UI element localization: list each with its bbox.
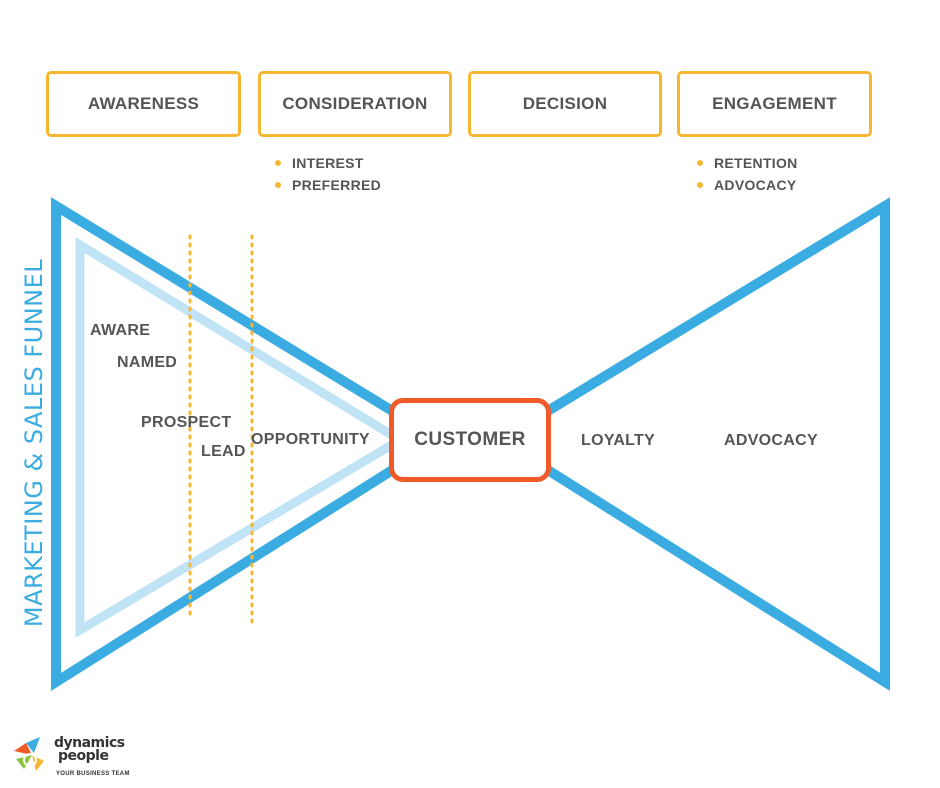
stage-label: ENGAGEMENT	[712, 94, 837, 113]
customer-box: CUSTOMER	[389, 398, 551, 482]
label-advocacy: ADVOCACY	[724, 432, 818, 449]
stage-engagement: ENGAGEMENT	[677, 71, 872, 137]
funnel-title: MARKETING & SALES FUNNEL	[20, 258, 48, 628]
list-item: PREFERRED	[272, 174, 381, 196]
dynamics-people-logo-icon	[14, 737, 44, 771]
label-lead: LEAD	[201, 443, 246, 460]
logo-line2: people	[58, 748, 109, 764]
stage-label: AWARENESS	[87, 94, 200, 113]
label-loyalty: LOYALTY	[581, 432, 656, 449]
stage-consideration: CONSIDERATION	[258, 71, 452, 137]
list-item: ADVOCACY	[694, 174, 798, 196]
engagement-bullet-list: RETENTION ADVOCACY	[694, 152, 798, 196]
logo-tagline: YOUR BUSINESS TEAM	[56, 771, 130, 777]
consideration-bullet-list: INTEREST PREFERRED	[272, 152, 381, 196]
label-named: NAMED	[117, 354, 178, 371]
stage-label: CONSIDERATION	[282, 94, 428, 113]
list-item: RETENTION	[694, 152, 798, 174]
logo-wordmark: dynamics people	[54, 735, 125, 764]
right-funnel-triangle	[490, 197, 890, 692]
customer-label: CUSTOMER	[414, 429, 526, 450]
dynamics-people-logo: dynamics people YOUR BUSINESS TEAM	[10, 733, 140, 783]
logo-line1: dynamics	[54, 735, 125, 751]
left-funnel-inner-triangle	[75, 236, 409, 638]
stage-decision: DECISION	[468, 71, 662, 137]
label-opportunity: OPPORTUNITY	[251, 431, 370, 448]
left-funnel-triangle	[51, 197, 450, 692]
stage-awareness: AWARENESS	[46, 71, 241, 137]
label-prospect: PROSPECT	[141, 414, 232, 431]
stage-label: DECISION	[522, 94, 608, 113]
list-item: INTEREST	[272, 152, 381, 174]
label-aware: AWARE	[90, 322, 151, 339]
